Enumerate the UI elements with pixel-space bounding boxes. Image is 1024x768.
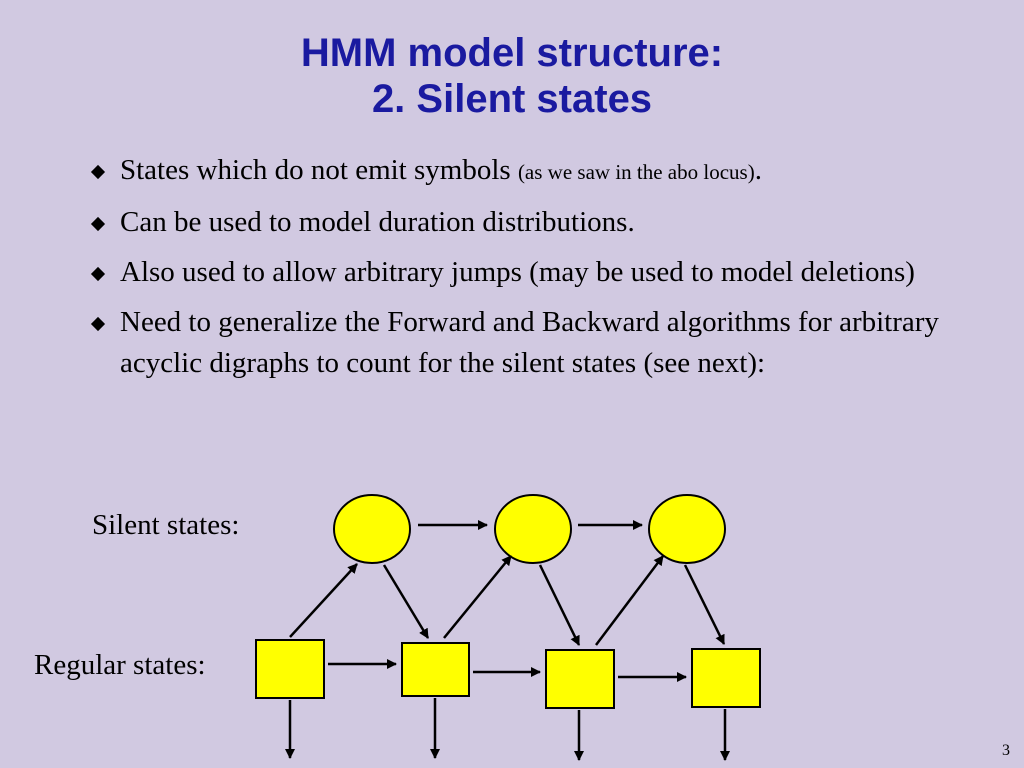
arrow-regular3-to-silent3 <box>595 555 664 646</box>
page-number: 3 <box>1002 742 1010 759</box>
bullet-item: States which do not emit symbols (as we … <box>90 150 990 193</box>
bullet-item: Can be used to model duration distributi… <box>90 202 990 243</box>
regular-state-2 <box>401 642 470 697</box>
silent-state-1 <box>333 494 411 564</box>
bullet-text-suffix: . <box>754 154 762 186</box>
arrow-silent3-to-regular4 <box>683 564 726 645</box>
slide-title: HMM model structure: 2. Silent states <box>0 30 1024 122</box>
title-line-1: HMM model structure: <box>300 31 724 75</box>
bullet-text: States which do not emit symbols <box>120 154 518 186</box>
bullet-small-text: (as we saw in the abo locus) <box>517 160 755 184</box>
bullet-list: States which do not emit symbols (as we … <box>90 150 990 393</box>
bullet-text: Need to generalize the Forward and Backw… <box>120 306 939 379</box>
arrow-regular1-to-silent1 <box>289 563 358 638</box>
bullet-text: Can be used to model duration distributi… <box>120 206 635 238</box>
arrow-regular2-to-silent2 <box>443 555 512 639</box>
arrow-silent2-to-regular3 <box>538 564 581 646</box>
regular-state-4 <box>691 648 761 708</box>
bullet-item: Also used to allow arbitrary jumps (may … <box>90 252 990 293</box>
title-line-2: 2. Silent states <box>371 77 653 121</box>
bullet-text: Also used to allow arbitrary jumps (may … <box>120 256 915 288</box>
silent-state-2 <box>494 494 572 564</box>
regular-state-1 <box>255 639 325 699</box>
silent-states-label: Silent states: <box>92 509 240 541</box>
regular-state-3 <box>545 649 615 709</box>
bullet-item: Need to generalize the Forward and Backw… <box>90 302 990 384</box>
arrow-silent1-to-regular2 <box>382 564 430 639</box>
silent-state-3 <box>648 494 726 564</box>
regular-states-label: Regular states: <box>34 649 206 681</box>
